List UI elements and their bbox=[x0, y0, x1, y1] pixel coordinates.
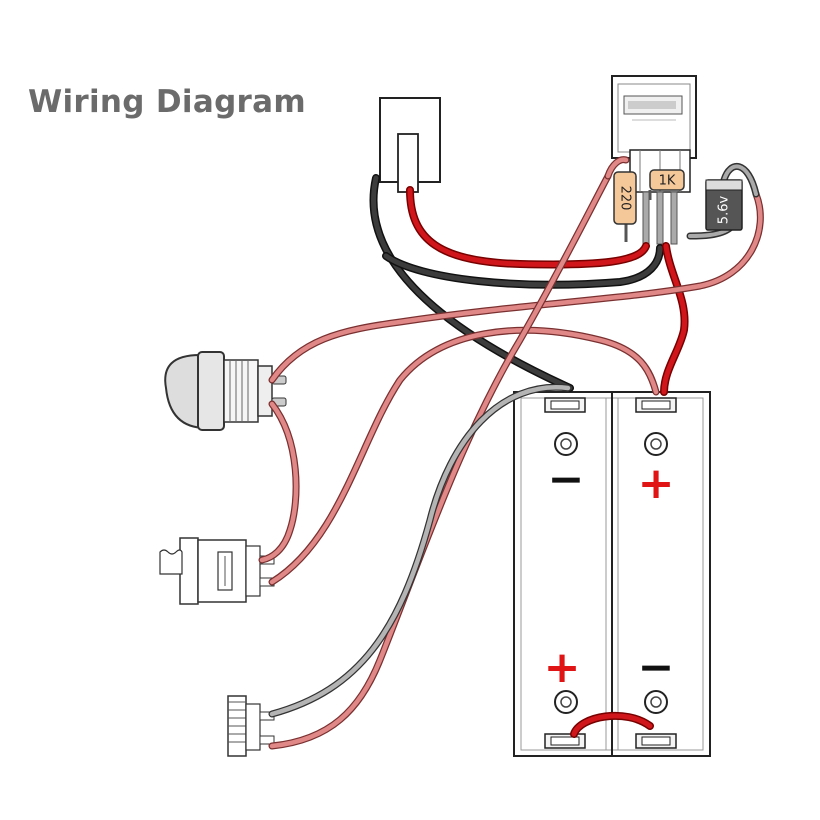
cell1-bottom-sign: + bbox=[544, 642, 581, 693]
slide-switch bbox=[159, 537, 275, 605]
battery-holder: − + + − bbox=[513, 391, 711, 757]
cell1-top-sign: − bbox=[548, 454, 585, 505]
dc-jack bbox=[227, 695, 275, 757]
bottom-contact-right bbox=[635, 733, 677, 749]
diagram-title: Wiring Diagram bbox=[28, 84, 306, 120]
top-contact-right bbox=[635, 397, 677, 413]
cell2-bottom-sign: − bbox=[638, 642, 675, 693]
connector-plug bbox=[379, 97, 441, 193]
resistor-220: 220 bbox=[613, 171, 637, 242]
gray-wire bbox=[268, 383, 572, 718]
black-wires bbox=[369, 174, 664, 392]
top-contact-left bbox=[544, 397, 586, 413]
cell2-top-sign: + bbox=[638, 458, 675, 509]
zener-diode-label: 5.6v bbox=[717, 196, 732, 225]
battery-holes bbox=[554, 432, 668, 714]
bottom-contact-left bbox=[544, 733, 586, 749]
pink-wires bbox=[258, 156, 764, 750]
momentary-button bbox=[164, 351, 287, 431]
zener-diode: 5.6v bbox=[705, 179, 743, 231]
red-wires bbox=[406, 186, 689, 738]
regulator-board bbox=[611, 75, 697, 245]
resistor-220-label: 220 bbox=[618, 186, 633, 211]
resistor-1k-label: 1K bbox=[659, 174, 676, 189]
resistor-1k: 1K bbox=[648, 169, 685, 200]
